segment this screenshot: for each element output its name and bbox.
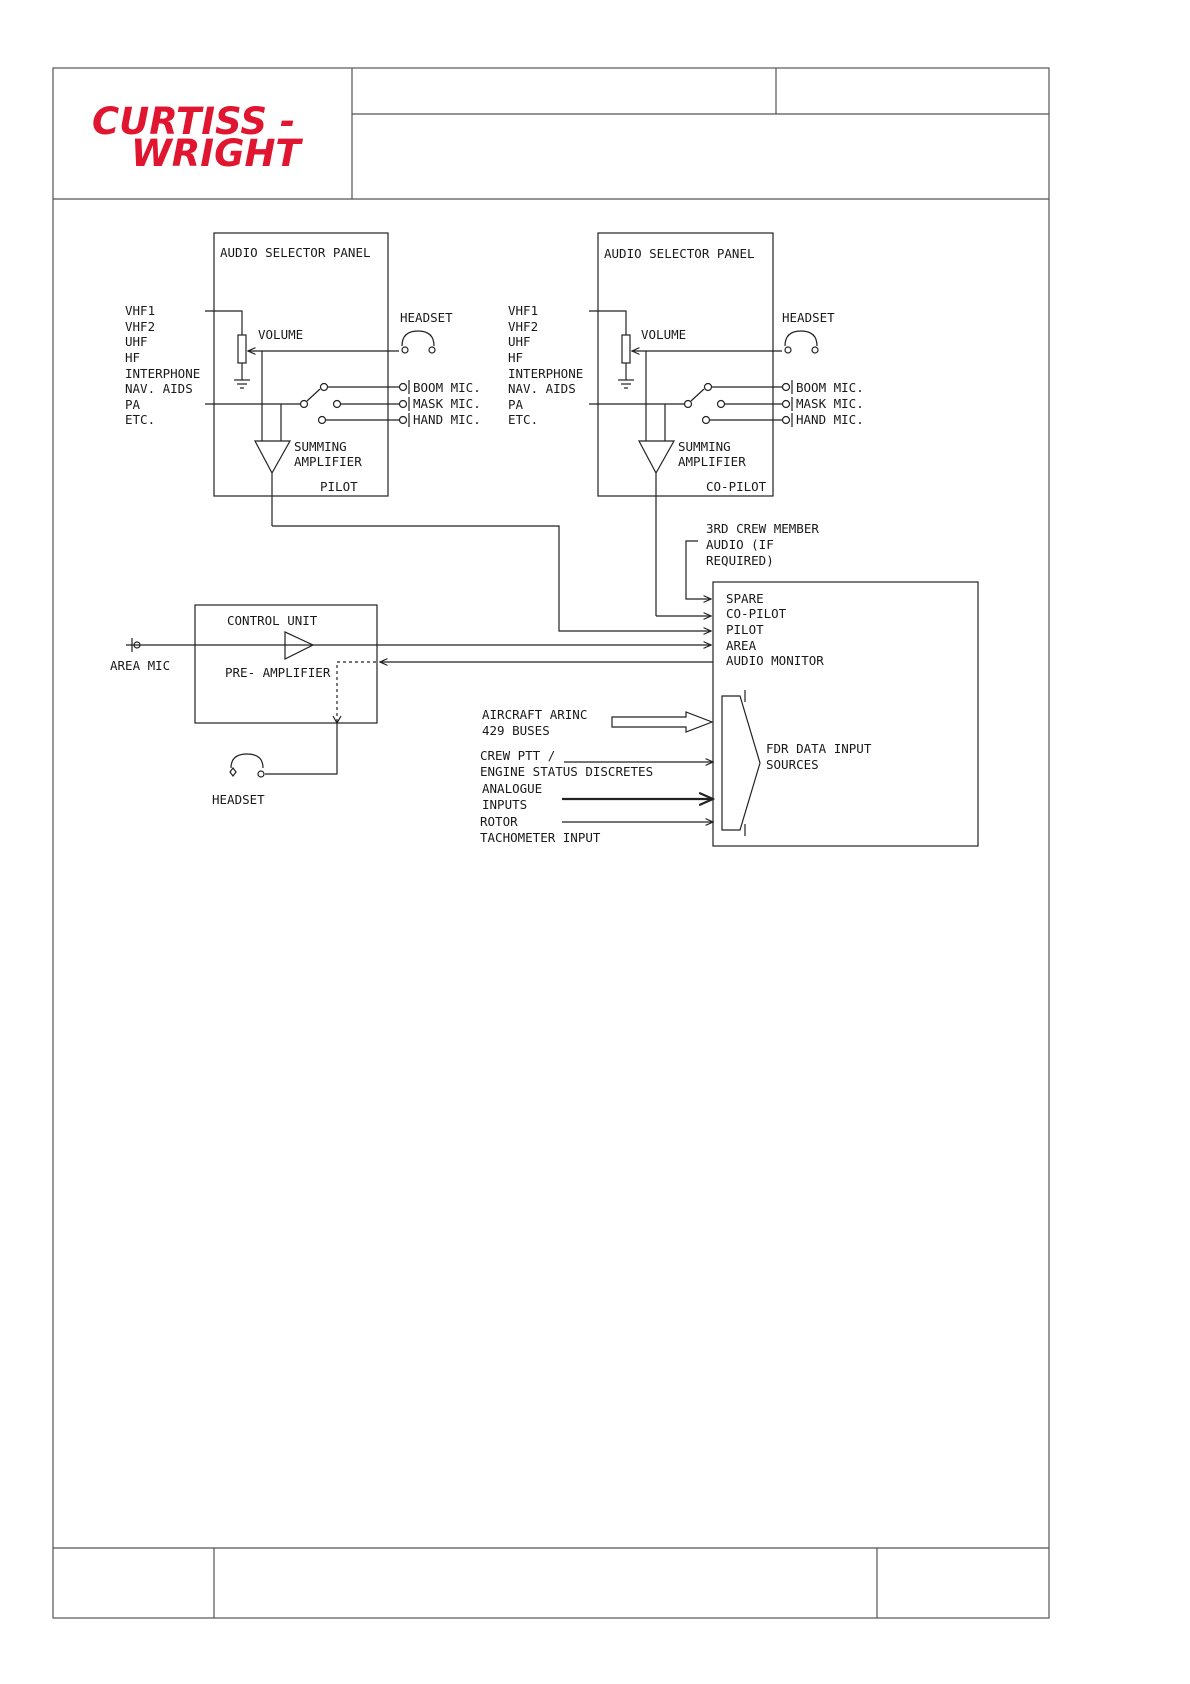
pilot-volume-label: VOLUME [258,327,303,342]
pilot-input-interphone: INTERPHONE [125,366,200,381]
preamp-symbol [284,631,315,660]
pilot-amp-label-1: SUMMING [294,439,347,454]
pilot-input-etc: ETC. [125,412,155,427]
copilot-amp-label-1: SUMMING [678,439,731,454]
rotor-label-2: TACHOMETER INPUT [480,830,601,845]
copilot-input-pa: PA [508,397,524,412]
fdr-label-2: SOURCES [766,757,819,772]
copilot-amp-label-2: AMPLIFIER [678,454,746,469]
pilot-amp-label-2: AMPLIFIER [294,454,362,469]
copilot-summing-amplifier [638,351,676,616]
recorder-unit: SPARE CO-PILOT PILOT AREA AUDIO MONITOR … [712,581,979,847]
pilot-input-hf: HF [125,350,140,365]
copilot-input-vhf1: VHF1 [508,303,538,318]
arinc-label-2: 429 BUSES [482,723,550,738]
recorder-input-area: AREA [726,638,757,653]
analogue-label-2: INPUTS [482,797,527,812]
analogue-label-1: ANALOGUE [482,781,542,796]
recorder-input-pilot: PILOT [726,622,764,637]
pilot-summing-amplifier [254,351,292,526]
copilot-role-label: CO-PILOT [706,479,767,494]
control-unit: CONTROL UNIT PRE- AMPLIFIER [194,604,378,725]
pilot-headset-label: HEADSET [400,310,453,325]
pilot-input-uhf: UHF [125,334,148,349]
pilot-mask-mic-label: MASK MIC. [413,396,481,411]
copilot-volume-label: VOLUME [641,327,686,342]
crew-ptt-label-2: ENGINE STATUS DISCRETES [480,764,653,779]
copilot-mask-mic-label: MASK MIC. [796,396,864,411]
monitor-headset-label: HEADSET [212,792,265,807]
pilot-volume-potentiometer [234,334,399,389]
pilot-input-nav-aids: NAV. AIDS [125,381,193,396]
copilot-input-nav-aids: NAV. AIDS [508,381,576,396]
copilot-volume-potentiometer [618,334,782,389]
recorder-input-audio-monitor: AUDIO MONITOR [726,653,824,668]
copilot-mic-selector-switch [589,380,793,427]
arinc-bus-arrow [611,711,714,733]
crew-ptt-label-1: CREW PTT / [480,748,555,763]
pilot-panel-title: AUDIO SELECTOR PANEL [220,245,371,260]
pilot-mic-selector-switch [205,380,410,427]
curtiss-wright-logo: CURTISS - WRIGHT [92,100,303,175]
fdr-label-1: FDR DATA INPUT [766,741,872,756]
pilot-headset-icon [401,330,436,354]
pilot-audio-selector-panel: AUDIO SELECTOR PANEL VHF1 VHF2 UHF HF IN… [125,232,481,526]
pilot-input-vhf2: VHF2 [125,319,155,334]
page-frame [52,67,1050,1619]
area-mic-label: AREA MIC [110,658,170,673]
third-crew-member-input: 3RD CREW MEMBER AUDIO (IF REQUIRED) [685,521,819,599]
third-crew-label-2: AUDIO (IF [706,537,774,552]
pilot-role-label: PILOT [320,479,358,494]
copilot-input-hf: HF [508,350,523,365]
third-crew-label-3: REQUIRED) [706,553,774,568]
logo-line-2: WRIGHT [131,132,303,175]
copilot-headset-icon [784,330,819,354]
rotor-label-1: ROTOR [480,814,518,829]
copilot-input-interphone: INTERPHONE [508,366,583,381]
pilot-hand-mic-label: HAND MIC. [413,412,481,427]
control-unit-title: CONTROL UNIT [227,613,318,628]
copilot-headset-label: HEADSET [782,310,835,325]
recorder-input-spare: SPARE [726,591,764,606]
pilot-boom-mic-label: BOOM MIC. [413,380,481,395]
recorder-input-copilot: CO-PILOT [726,606,787,621]
third-crew-label-1: 3RD CREW MEMBER [706,521,819,536]
monitor-headset-icon [229,722,338,778]
copilot-hand-mic-label: HAND MIC. [796,412,864,427]
pilot-input-pa: PA [125,397,141,412]
preamp-label: PRE- AMPLIFIER [225,665,331,680]
logo-line-1: CURTISS - [92,100,295,143]
copilot-boom-mic-label: BOOM MIC. [796,380,864,395]
pilot-input-vhf1: VHF1 [125,303,155,318]
copilot-input-vhf2: VHF2 [508,319,538,334]
area-mic-icon [131,638,141,652]
audio-signal-paths [126,525,713,662]
copilot-audio-selector-panel: AUDIO SELECTOR PANEL VHF1 VHF2 UHF HF IN… [508,232,864,616]
copilot-input-etc: ETC. [508,412,538,427]
arinc-label-1: AIRCRAFT ARINC [482,707,587,722]
copilot-input-uhf: UHF [508,334,531,349]
fdr-data-inputs: AIRCRAFT ARINC 429 BUSES CREW PTT / ENGI… [480,707,713,845]
copilot-panel-title: AUDIO SELECTOR PANEL [604,246,755,261]
fdr-input-bracket [721,695,761,831]
